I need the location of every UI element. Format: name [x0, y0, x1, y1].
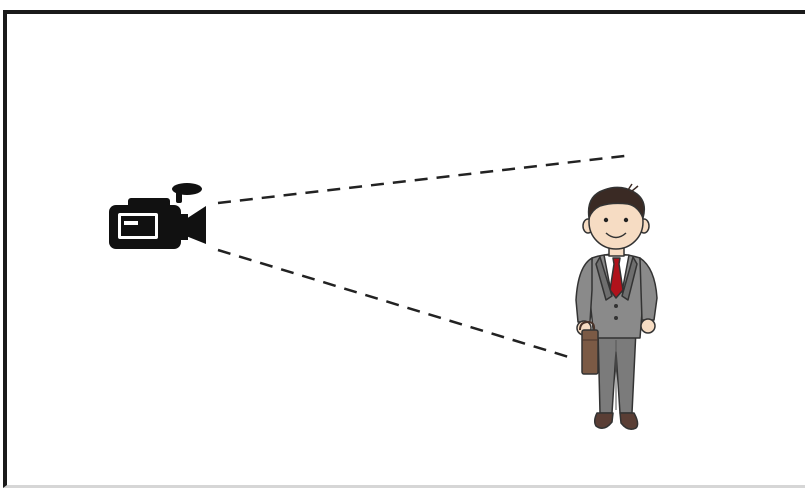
person-shoe-left	[595, 413, 613, 428]
camera-screen-label	[124, 221, 138, 225]
fov-line-upper	[218, 155, 633, 203]
person-legs	[598, 330, 636, 413]
video-camera-icon	[109, 183, 206, 249]
person-shoe-right	[620, 413, 638, 429]
businessman-icon	[576, 184, 657, 429]
person-hand-right	[641, 319, 655, 333]
person-arm-right	[640, 258, 657, 320]
camera-screen-inner	[121, 216, 155, 236]
person-arm-left	[576, 258, 592, 322]
fov-line-lower	[218, 250, 572, 358]
camera-mic-arm	[176, 190, 182, 203]
briefcase-icon	[582, 330, 598, 374]
camera-lens	[186, 206, 206, 244]
